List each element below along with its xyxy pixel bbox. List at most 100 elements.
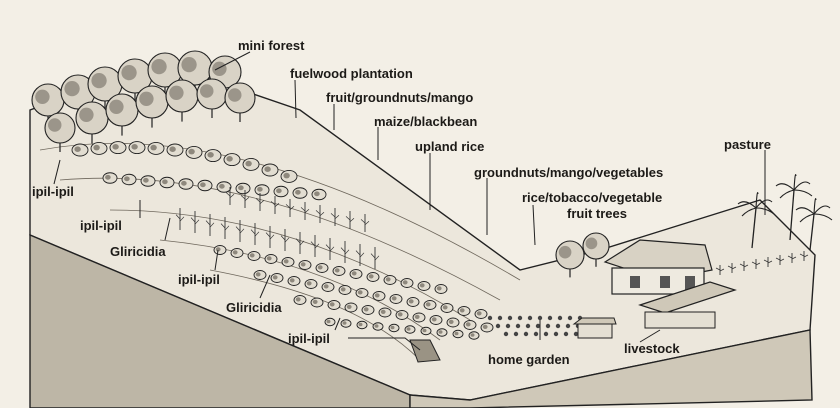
- shrub-shade: [207, 152, 213, 158]
- shrub-shade: [477, 311, 482, 315]
- shrub-shade: [284, 259, 289, 263]
- garden-plant: [526, 324, 530, 328]
- shrub-shade: [150, 145, 156, 151]
- shrub-shade: [273, 275, 278, 279]
- tree-shade: [228, 88, 242, 102]
- shrub-shade: [386, 277, 391, 281]
- shrub-shade: [483, 325, 488, 329]
- shrub-shade: [295, 190, 301, 195]
- garden-plant: [496, 324, 500, 328]
- shrub-shade: [162, 179, 168, 184]
- garden-plant: [534, 332, 538, 336]
- tree-shade: [181, 57, 196, 72]
- tree-shade: [200, 84, 214, 98]
- garden-plant: [556, 324, 560, 328]
- shrub-shade: [264, 166, 270, 172]
- palm-frond: [780, 190, 794, 198]
- shrub-shade: [439, 330, 443, 334]
- shrub-shade: [358, 290, 363, 294]
- garden-plant: [558, 316, 562, 320]
- shrub-shade: [409, 299, 414, 303]
- label-maize-blackbean: maize/blackbean: [374, 114, 477, 129]
- shrub-shade: [219, 184, 225, 189]
- garden-plant: [528, 316, 532, 320]
- shrub-shade: [426, 302, 431, 306]
- tree-shade: [35, 90, 49, 104]
- label-mini-forest: mini forest: [238, 38, 304, 53]
- tree-shade: [586, 238, 598, 250]
- palm-frond: [800, 214, 814, 222]
- shrub-shade: [313, 300, 318, 304]
- garden-plant: [568, 316, 572, 320]
- label-upland-rice: upland rice: [415, 139, 484, 154]
- label-rice-tobacco-vegetable: rice/tobacco/vegetable: [522, 190, 662, 205]
- garden-plant: [548, 316, 552, 320]
- shrub-shade: [267, 256, 272, 260]
- shrub-shade: [283, 173, 289, 179]
- tree-shade: [139, 92, 153, 106]
- label-fruit-groundnuts-mango: fruit/groundnuts/mango: [326, 90, 473, 105]
- shrub-shade: [347, 305, 352, 309]
- shrub-shade: [93, 145, 99, 151]
- shrub-shade: [352, 271, 357, 275]
- shrub-shade: [327, 320, 331, 324]
- shrub-shade: [131, 144, 137, 150]
- shrub-shade: [375, 324, 379, 328]
- shrub-shade: [364, 307, 369, 311]
- garden-plant: [518, 316, 522, 320]
- shrub-shade: [398, 312, 403, 316]
- shrub-shade: [290, 278, 295, 282]
- tree-shade: [64, 81, 79, 96]
- label-home-garden: home garden: [488, 352, 570, 367]
- shrub-shade: [105, 175, 111, 180]
- tree-shade: [48, 118, 62, 132]
- livestock-shed-wall: [645, 312, 715, 328]
- palm-frond: [794, 190, 812, 196]
- label-groundnuts-mango-vegetables: groundnuts/mango/vegetables: [474, 165, 663, 180]
- shrub-shade: [233, 250, 238, 254]
- palm-frond: [794, 182, 810, 190]
- shrub-shade: [359, 323, 363, 327]
- shrub-shade: [256, 272, 261, 276]
- shrub-shade: [471, 333, 475, 337]
- shrub-shade: [391, 326, 395, 330]
- shrub-shade: [392, 296, 397, 300]
- shrub-shade: [335, 268, 340, 272]
- garden-plant: [524, 332, 528, 336]
- shrub-shade: [74, 146, 80, 152]
- label-ipil-ipil-1: ipil-ipil: [32, 184, 74, 199]
- shrub-shade: [226, 156, 232, 162]
- shrub-shade: [307, 281, 312, 285]
- shrub-shade: [341, 287, 346, 291]
- shrub-shade: [423, 329, 427, 333]
- shrub-shade: [200, 182, 206, 187]
- label-pasture: pasture: [724, 137, 771, 152]
- palm-frond: [796, 208, 814, 214]
- shrub-shade: [403, 280, 408, 284]
- shrub-shade: [369, 274, 374, 278]
- small-shed-roof: [574, 318, 616, 324]
- garden-plant: [504, 332, 508, 336]
- garden-plant: [498, 316, 502, 320]
- shrub-shade: [432, 317, 437, 321]
- shrub-shade: [407, 327, 411, 331]
- palm-frond: [814, 206, 830, 214]
- shrub-shade: [124, 176, 130, 181]
- label-fuelwood-plantation: fuelwood plantation: [290, 66, 413, 81]
- garden-plant: [514, 332, 518, 336]
- shrub-shade: [169, 146, 175, 152]
- shrub-shade: [314, 191, 320, 196]
- shrub-shade: [460, 308, 465, 312]
- garden-plant: [506, 324, 510, 328]
- shrub-shade: [437, 286, 442, 290]
- tree-shade: [212, 62, 226, 76]
- tree-shade: [151, 59, 166, 74]
- house-window: [660, 276, 670, 288]
- garden-plant: [508, 316, 512, 320]
- garden-plant: [538, 316, 542, 320]
- shrub-shade: [330, 302, 335, 306]
- label-livestock: livestock: [624, 341, 680, 356]
- garden-plant: [544, 332, 548, 336]
- shrub-shade: [455, 332, 459, 336]
